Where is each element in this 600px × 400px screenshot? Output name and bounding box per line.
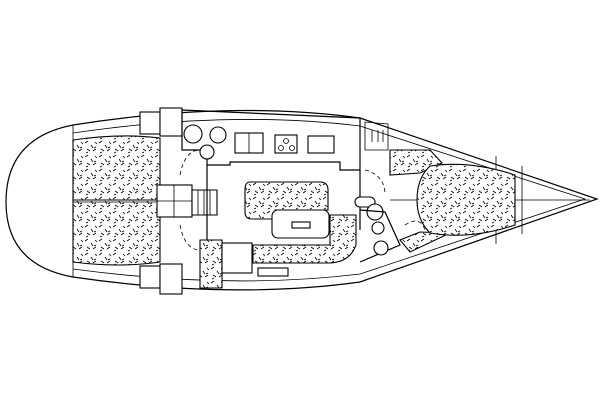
aft-cabin-starboard <box>72 199 161 266</box>
sink-icon <box>307 135 335 154</box>
head-sink-icon <box>373 240 389 256</box>
cooktop-icon <box>274 134 298 154</box>
forward-cabin <box>364 121 516 253</box>
saloon-dinette <box>199 165 361 289</box>
forward-head <box>354 169 401 263</box>
nav-seat <box>221 242 253 274</box>
stove-icon <box>183 124 203 144</box>
companionway-steps <box>156 149 218 251</box>
galley <box>181 109 361 171</box>
v-berth <box>416 163 516 236</box>
aft-cabin-port <box>72 135 161 201</box>
